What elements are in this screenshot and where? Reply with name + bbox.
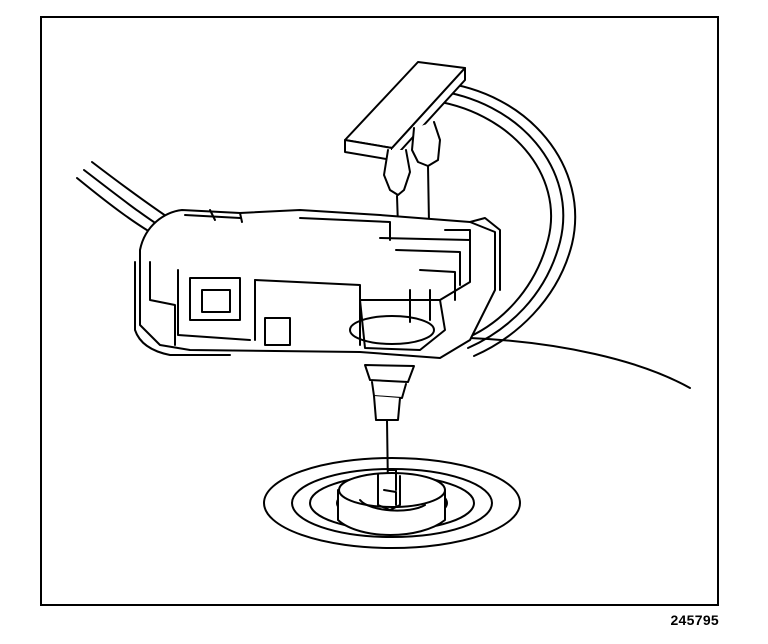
- lower-probe: [364, 364, 415, 491]
- figure-id-label: 245795: [670, 612, 719, 628]
- connector-body: [134, 209, 501, 359]
- background-curve: [469, 337, 691, 389]
- wire-harness-right: [427, 81, 577, 357]
- terminal-target: [263, 457, 521, 549]
- probe-plate: [344, 61, 466, 161]
